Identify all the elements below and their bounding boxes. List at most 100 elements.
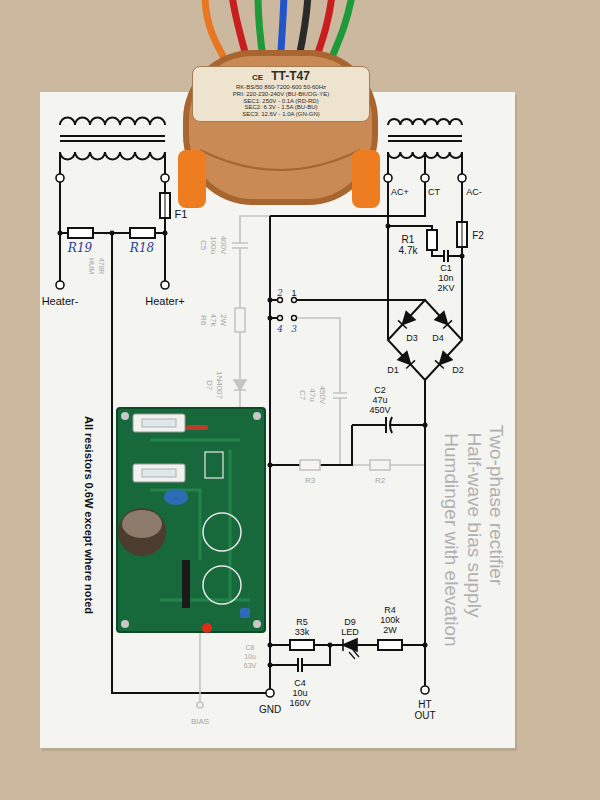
label-text: 47u [372, 395, 387, 405]
label-text: D2 [452, 365, 464, 375]
label-text: C8 [246, 644, 255, 651]
supply-wiring [388, 182, 462, 340]
label-text: Humdinger with elevation [441, 433, 462, 646]
label-text: 47u [308, 388, 317, 401]
junction-dot [460, 254, 465, 259]
label-text: 2W [219, 314, 228, 326]
label-text: 1N4007 [215, 371, 224, 399]
sticker-text: SEC2: 6.3V - 1.5A (BU-BU) [197, 104, 365, 111]
heater-transformer [60, 152, 165, 174]
label-text: 450V [318, 386, 327, 405]
sticker-text: SEC3: 12.6V - 1.0A (GN-GN) [197, 111, 365, 118]
part-label: R18 [130, 239, 154, 255]
part-value: 2KV [437, 278, 454, 294]
toroid-transformer [200, 150, 360, 170]
resistor-symbol [68, 228, 93, 238]
label-text: BIAS [191, 717, 209, 726]
part-label: C8 [246, 637, 255, 653]
label-text: CT [428, 187, 440, 197]
supply-wiring [270, 182, 462, 689]
heater-wiring [112, 233, 266, 693]
power-transformer [388, 119, 462, 174]
part-value: 10n [438, 268, 453, 284]
label-text: 10n [438, 273, 453, 283]
resistor-symbol [290, 230, 437, 650]
label-text: D9 [344, 617, 356, 627]
terminal-label: Heater+ [145, 292, 184, 308]
grey-optional-parts [297, 318, 426, 465]
part-label: R19 [68, 239, 92, 255]
diode-symbol [398, 312, 452, 369]
toroid-transformer [178, 50, 380, 208]
fuse-symbol [457, 222, 467, 247]
terminal-label: CT [428, 182, 440, 198]
label-text: C4 [294, 678, 306, 688]
part-label: R3 [305, 470, 315, 486]
label-text: D1 [387, 365, 399, 375]
part-label: F1 [175, 205, 188, 221]
label-text: 4 [277, 324, 283, 334]
circuit-board [142, 419, 176, 427]
resistor-symbol [300, 460, 320, 470]
label-text: 160V [289, 698, 310, 708]
sticker-text: CE [252, 73, 263, 82]
part-label: D9 [344, 612, 356, 628]
terminal [421, 174, 429, 182]
label-text: GND [259, 704, 281, 715]
terminal [161, 174, 169, 182]
label-text: 100k [380, 615, 400, 625]
label-text: R4 [384, 605, 396, 615]
circuit-board [117, 408, 265, 633]
label-text: D3 [406, 333, 418, 343]
diode-symbol [398, 352, 415, 369]
part-value: LED [341, 622, 359, 638]
junction-dot [163, 231, 168, 236]
label-text: R3 [305, 476, 315, 485]
part-label: D4 [432, 328, 444, 344]
terminal [56, 174, 466, 697]
label-text: OUT [414, 710, 435, 721]
transformer-sticker: CETT-T47RK-BS/50 860-7200-600 50-60HzPRI… [192, 66, 370, 122]
circuit-board [186, 425, 208, 430]
circuit-board [117, 408, 265, 632]
label-text: AC- [466, 187, 482, 197]
heater-transformer [60, 118, 165, 174]
label-text: Heater+ [145, 295, 184, 307]
terminal [56, 281, 64, 289]
resistor-symbol [290, 640, 314, 650]
toroid-transformer [352, 150, 380, 208]
jumper-pin [292, 316, 297, 321]
part-value: 160V [289, 693, 310, 709]
label-text: Heater- [42, 295, 79, 307]
terminal [161, 281, 169, 289]
circuit-board [205, 452, 223, 478]
heater-wiring [60, 182, 266, 693]
label-text: C2 [374, 385, 386, 395]
part-value: 2W [383, 620, 397, 636]
terminal-label: BIAS [191, 711, 209, 727]
part-value: 47u [372, 390, 387, 406]
pin-number: 4 [277, 319, 283, 335]
circuit-board [202, 623, 212, 633]
circuit-board [118, 508, 166, 556]
heater-transformer [60, 136, 165, 141]
jumper-pin [292, 298, 297, 303]
label-text: R2 [375, 476, 385, 485]
junction-dot [423, 423, 428, 428]
part-value: 450V [317, 386, 333, 405]
circuit-board [122, 510, 162, 538]
junction-dot [423, 643, 428, 648]
resistor-symbol [427, 230, 437, 250]
label-text: All resistors 0.6W except where noted [83, 416, 95, 614]
part-label: R2 [375, 470, 385, 486]
part-value: 470R [96, 258, 112, 275]
label-text: 1 [291, 288, 296, 298]
grey-optional-parts [232, 243, 248, 248]
supply-wiring [270, 182, 425, 689]
supply-wiring [388, 300, 462, 380]
part-value: 4.7k [399, 241, 418, 257]
terminal [266, 689, 274, 697]
junction-dot [268, 643, 273, 648]
part-label: C1 [440, 258, 452, 274]
label-text: 3 [291, 324, 297, 334]
